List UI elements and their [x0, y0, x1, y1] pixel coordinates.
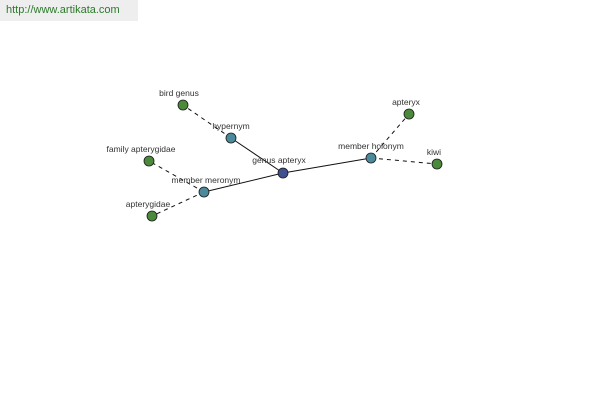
- node-label-bird-genus[interactable]: bird genus: [159, 88, 199, 98]
- edge-genus-apteryx-to-member-holonym: [282, 157, 372, 174]
- edge-genus-apteryx-to-member-meronym: [203, 172, 284, 193]
- label-layer: genus apteryx hypernym member meronym membe…: [107, 88, 442, 209]
- edge-layer: [148, 104, 438, 217]
- node-bird-genus[interactable]: [177, 99, 189, 111]
- edge-member-meronym-to-family-apterygidae: [148, 160, 205, 193]
- node-layer: [143, 99, 443, 222]
- node-label-apteryx[interactable]: apteryx: [392, 97, 421, 107]
- node-kiwi[interactable]: [431, 158, 443, 170]
- node-label-kiwi[interactable]: kiwi: [427, 147, 441, 157]
- edge-member-holonym-to-apteryx: [370, 113, 410, 159]
- node-member-meronym[interactable]: [198, 186, 210, 198]
- node-label-genus-apteryx[interactable]: genus apteryx: [252, 155, 306, 165]
- edge-member-holonym-to-kiwi: [370, 157, 438, 165]
- node-family-apterygidae[interactable]: [143, 155, 155, 167]
- node-apterygidae[interactable]: [146, 210, 158, 222]
- node-genus-apteryx[interactable]: [277, 167, 289, 179]
- site-link[interactable]: http://www.artikata.com: [6, 4, 120, 16]
- edge-genus-apteryx-to-hypernym: [230, 137, 284, 174]
- node-label-member-holonym[interactable]: member holonym: [338, 141, 404, 151]
- node-apteryx[interactable]: [403, 108, 415, 120]
- node-hypernym[interactable]: [225, 132, 237, 144]
- node-label-hypernym[interactable]: hypernym: [212, 121, 249, 131]
- edge-member-meronym-to-apterygidae: [151, 191, 205, 217]
- node-label-member-meronym[interactable]: member meronym: [172, 175, 241, 185]
- node-label-family-apterygidae[interactable]: family apterygidae: [107, 144, 176, 154]
- edge-hypernym-to-bird-genus: [182, 104, 232, 139]
- node-label-apterygidae[interactable]: apterygidae: [126, 199, 171, 209]
- site-link-bar: http://www.artikata.com: [0, 0, 138, 21]
- node-member-holonym[interactable]: [365, 152, 377, 164]
